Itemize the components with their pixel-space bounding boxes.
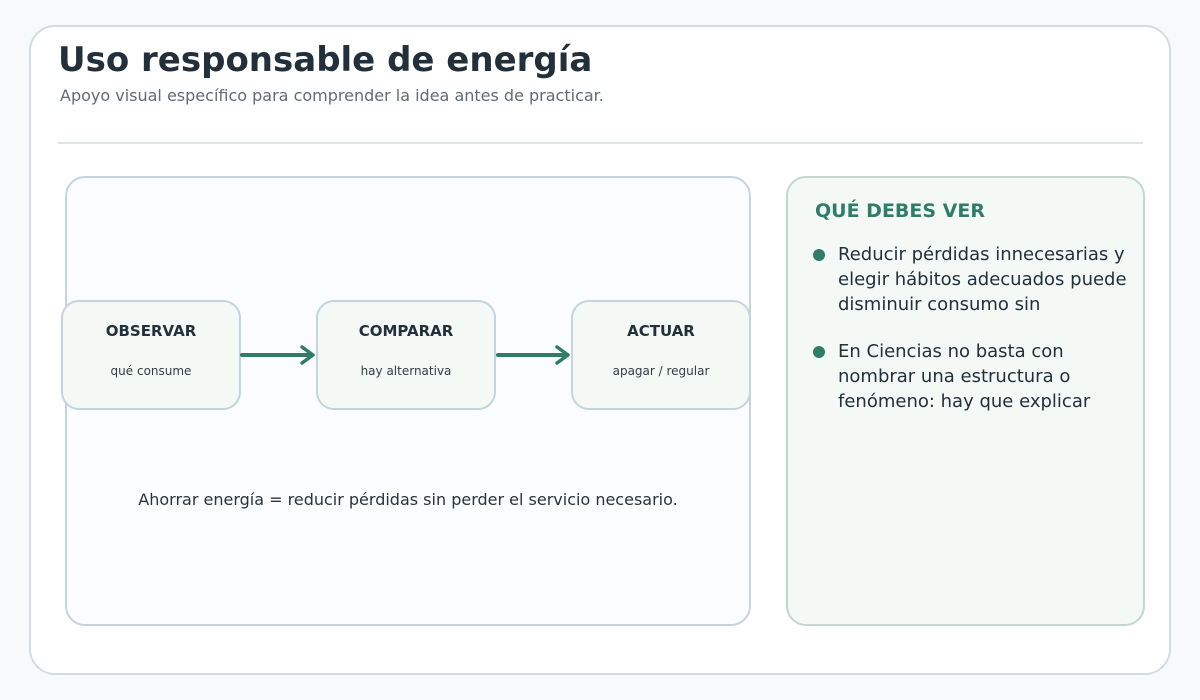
bullet-text: Reducir pérdidas innecesarias y elegir h… [838, 244, 1127, 315]
step-description: qué consume [110, 364, 192, 378]
page-subtitle: Apoyo visual específico para comprender … [60, 86, 604, 105]
step-title: ACTUAR [627, 322, 695, 340]
bullet-icon [813, 346, 825, 358]
energy-equation: Ahorrar energía = reducir pérdidas sin p… [138, 490, 678, 509]
step-observar: OBSERVAR qué consume [61, 300, 241, 410]
info-panel-title: QUÉ DEBES VER [815, 200, 985, 222]
page-title: Uso responsable de energía [58, 40, 593, 80]
header-divider [58, 142, 1143, 144]
step-description: hay alternativa [360, 364, 452, 378]
bullet-text: En Ciencias no basta con nombrar una est… [838, 341, 1091, 412]
info-panel [786, 176, 1145, 626]
step-actuar: ACTUAR apagar / regular [571, 300, 751, 410]
step-title: OBSERVAR [105, 322, 197, 340]
step-comparar: COMPARAR hay alternativa [316, 300, 496, 410]
step-description: apagar / regular [612, 364, 710, 378]
step-title: COMPARAR [358, 322, 454, 340]
bullet-icon [813, 249, 825, 261]
